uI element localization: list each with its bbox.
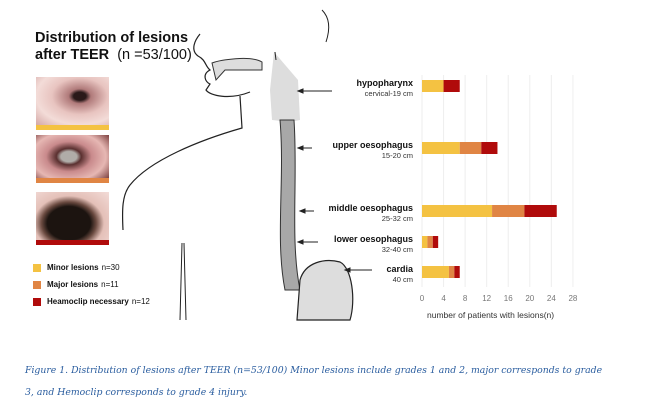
bar-heamoclip-necessary <box>524 205 557 217</box>
legend-count: n=11 <box>101 280 119 289</box>
bar-major-lesions <box>492 205 525 217</box>
legend-swatch <box>33 263 41 272</box>
location-name: upper oesophagus <box>332 140 413 150</box>
caption-line1: Figure 1. Distribution of lesions after … <box>25 365 603 376</box>
figure-title: Distribution of lesions after TEER (n =5… <box>35 30 192 64</box>
bar-minor-lesions <box>422 142 460 154</box>
x-axis-label: number of patients with lesions(n) <box>427 310 555 320</box>
legend-count: n=12 <box>131 297 150 306</box>
bar-major-lesions <box>459 142 482 154</box>
bar-major-lesions <box>448 266 455 278</box>
location-name: cardia <box>386 264 413 274</box>
location-range: 40 cm <box>392 275 413 284</box>
location-name: lower oesophagus <box>333 234 413 244</box>
legend-label: Minor lesions <box>47 263 99 272</box>
title-line1: Distribution of lesions <box>35 30 189 46</box>
x-tick-label: 0 <box>419 294 425 303</box>
bar-minor-lesions <box>422 80 444 92</box>
x-tick-label: 8 <box>462 294 468 303</box>
title-n: (n =53/100) <box>117 47 192 63</box>
pointer-arrows <box>296 88 372 273</box>
legend-label: Heamoclip necessary <box>47 297 129 306</box>
photo-bar-major <box>36 178 109 183</box>
x-tick-label: 12 <box>482 294 492 303</box>
x-tick-label: 16 <box>503 294 513 303</box>
photo-bar-clip <box>36 240 109 245</box>
location-range: 25-32 cm <box>381 214 413 223</box>
x-tick-label: 20 <box>525 294 535 303</box>
bar-minor-lesions <box>422 236 428 248</box>
bar-heamoclip-necessary <box>432 236 439 248</box>
photo-bar-minor <box>36 125 109 130</box>
endoscopy-photo-major <box>36 135 109 183</box>
figure-caption: Figure 1. Distribution of lesions after … <box>25 360 635 404</box>
endoscopy-photo-clip <box>36 192 109 240</box>
legend-swatch <box>33 280 41 289</box>
legend-swatch <box>33 297 41 306</box>
lesion-bar-chart <box>421 75 574 287</box>
bar-minor-lesions <box>422 205 493 217</box>
bar-heamoclip-necessary <box>443 80 460 92</box>
location-range: cervical-19 cm <box>364 89 413 98</box>
x-tick-label: 24 <box>546 294 556 303</box>
endoscopy-photo-minor <box>36 77 109 125</box>
legend-count: n=30 <box>101 263 120 272</box>
anatomy-illustration <box>121 9 372 321</box>
x-tick-label: 28 <box>568 294 578 303</box>
bar-minor-lesions <box>422 266 449 278</box>
x-tick-label: 4 <box>441 294 446 303</box>
bar-major-lesions <box>427 236 433 248</box>
location-range: 15-20 cm <box>381 151 413 160</box>
legend-label: Major lesions <box>47 280 99 289</box>
location-range: 32-40 cm <box>381 245 413 254</box>
title-line2: after TEER <box>35 47 110 63</box>
caption-line2: 3, and Hemoclip corresponds to grade 4 i… <box>25 387 248 398</box>
bar-heamoclip-necessary <box>454 266 460 278</box>
location-name: hypopharynx <box>356 78 413 88</box>
bar-heamoclip-necessary <box>481 142 498 154</box>
location-name: middle oesophagus <box>328 203 413 213</box>
